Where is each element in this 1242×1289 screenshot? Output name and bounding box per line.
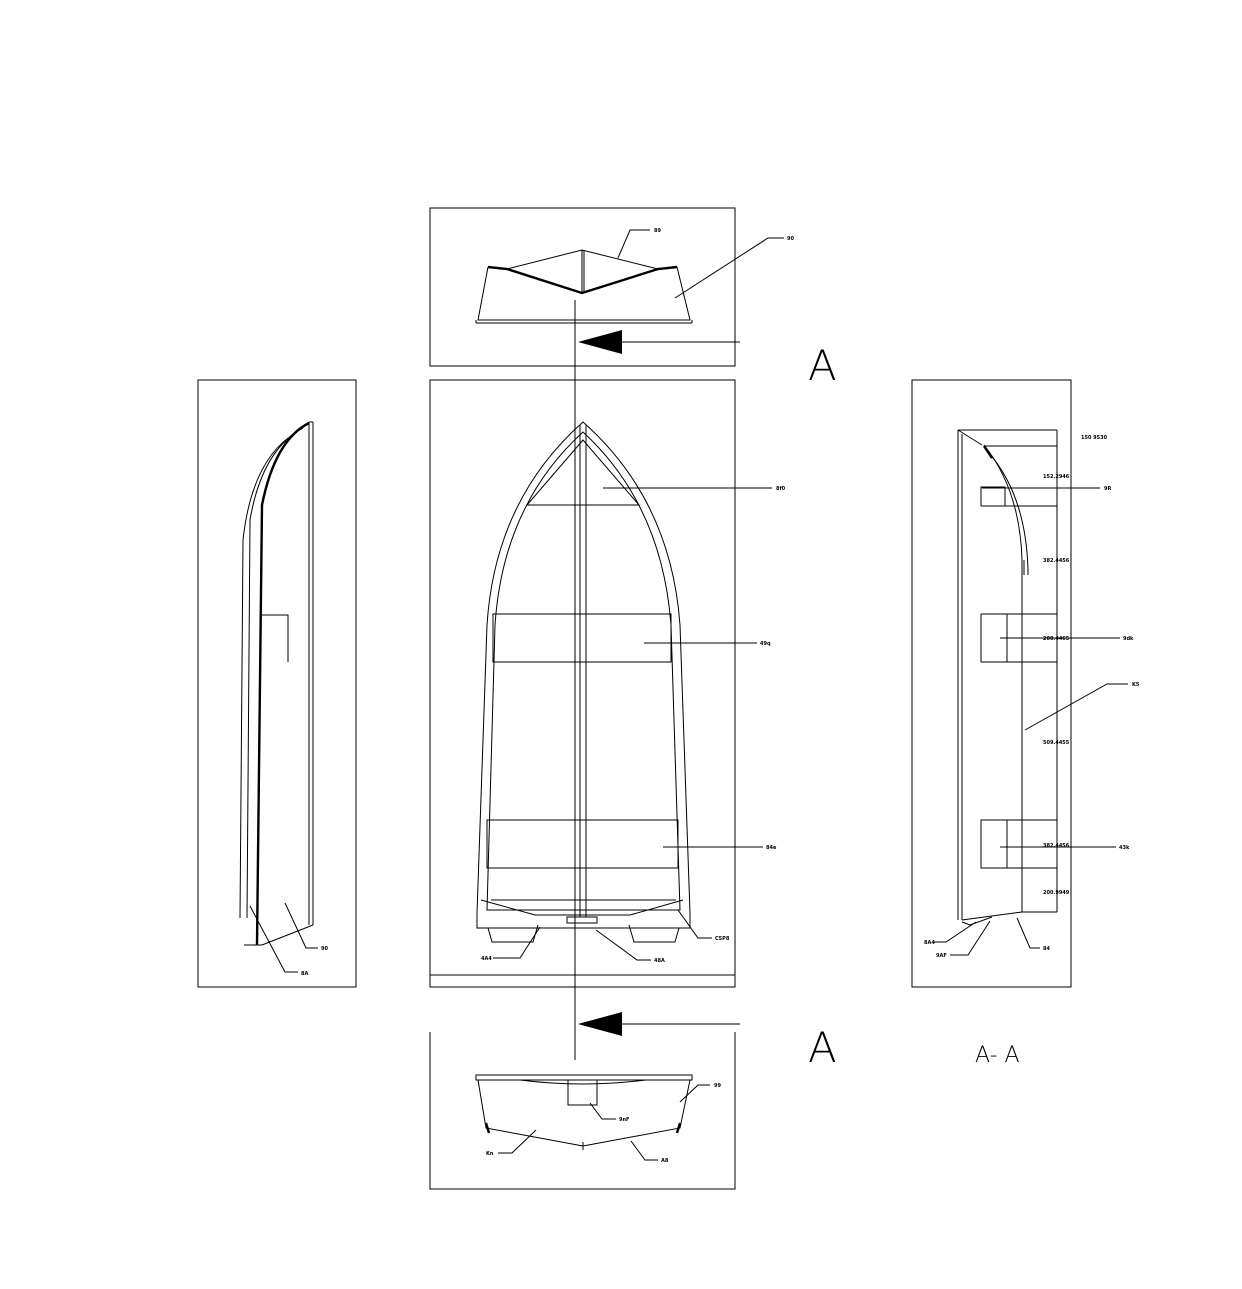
section-label-7: 84 [1043, 946, 1050, 952]
plan-label-2: 49q [760, 641, 771, 647]
plan-label-1: 8f0 [776, 486, 786, 492]
stern-seat [486, 819, 679, 869]
section-label-5: 8A4 [924, 940, 935, 946]
rear-hull-outline [477, 1079, 691, 1147]
section-label-2: 9dk [1123, 636, 1134, 642]
plan-label-4: 4A4 [481, 956, 492, 962]
middle-seat [492, 613, 672, 663]
side-label-1: 90 [321, 946, 328, 952]
section-dim-4: 200.4465 [1043, 636, 1070, 642]
side-sheer-line [255, 421, 310, 946]
front-hull-outline [477, 266, 691, 321]
section-arrow-top [578, 330, 622, 354]
section-dim-5: 509.4455 [1043, 740, 1070, 746]
rear-label-1: 99 [714, 1083, 721, 1089]
side-view: 90 8A [197, 379, 357, 988]
section-title: A- A [975, 1043, 1020, 1068]
section-dim-7: 200.9949 [1043, 890, 1070, 896]
rear-view-frame [429, 1032, 736, 1190]
section-arrow-bottom [578, 1012, 622, 1036]
plan-hull-outer [476, 421, 691, 929]
rear-label-3: Kn [486, 1151, 494, 1157]
front-label-2: 90 [787, 236, 794, 242]
rear-view: 99 9nF Kn A8 [429, 1032, 736, 1190]
section-label-1: 9R [1104, 486, 1111, 492]
plan-label-6: C5P8 [715, 936, 730, 942]
side-label-2: 8A [301, 971, 308, 977]
plan-view: 8f0 49q 84e 4A4 48A C5P8 [429, 379, 786, 988]
rear-motor-mount [567, 1079, 598, 1106]
front-view-frame [429, 207, 736, 367]
front-label-1: 89 [654, 228, 661, 234]
section-dim-1: 150 9530 [1081, 435, 1108, 441]
section-cut [574, 300, 740, 1060]
plan-label-5: 48A [654, 958, 665, 964]
section-hull-curve [983, 444, 1023, 912]
section-dim-3: 382.4456 [1043, 558, 1070, 564]
section-label-4: K5 [1132, 682, 1140, 688]
section-label-6: 9AF [936, 953, 947, 959]
section-letter-bottom: A [808, 1023, 837, 1072]
section-label-3: 43k [1119, 845, 1130, 851]
section-letter-top: A [808, 341, 837, 390]
plan-label-3: 84e [766, 845, 777, 851]
bow-seat [525, 439, 641, 506]
plan-view-frame [429, 379, 736, 988]
section-dim-2: 152.2946 [1043, 474, 1070, 480]
front-view: 89 90 [429, 207, 794, 367]
section-view-frame [911, 379, 1072, 988]
rear-label-4: A8 [661, 1158, 669, 1164]
section-dim-6: 382.4456 [1043, 843, 1070, 849]
rear-label-2: 9nF [619, 1117, 629, 1123]
section-view: 150 9530 152.2946 382.4456 200.4465 509.… [911, 379, 1140, 988]
side-view-frame [197, 379, 357, 988]
